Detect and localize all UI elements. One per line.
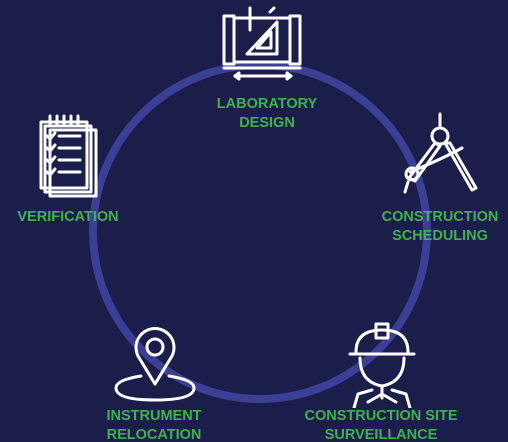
step-label-line: SURVEILLANCE <box>324 427 438 442</box>
step-label-line: DESIGN <box>239 115 295 131</box>
step-label-line: VERIFICATION <box>17 209 119 225</box>
step-label-verification: VERIFICATION <box>2 208 134 227</box>
location-pin-icon <box>114 327 196 402</box>
step-label-line: CONSTRUCTION SITE <box>304 408 458 424</box>
hard-hat-worker-icon <box>348 322 416 408</box>
step-label-line: LABORATORY <box>216 96 318 112</box>
step-label-instrument-relocation: INSTRUMENT RELOCATION <box>88 407 220 442</box>
cycle-ring-circle <box>89 61 431 403</box>
checklist-icon <box>39 114 98 198</box>
step-label-line: RELOCATION <box>106 427 202 442</box>
step-label-line: CONSTRUCTION <box>381 209 499 225</box>
step-label-line: INSTRUMENT <box>106 408 202 424</box>
step-label-construction-site-surveillance: CONSTRUCTION SITE SURVEILLANCE <box>288 407 474 442</box>
step-label-construction-scheduling: CONSTRUCTION SCHEDULING <box>372 208 508 246</box>
step-label-laboratory-design: LABORATORY DESIGN <box>198 95 336 133</box>
step-label-line: SCHEDULING <box>392 228 488 244</box>
drafting-compass-icon <box>403 112 478 194</box>
blueprint-icon <box>222 6 302 81</box>
